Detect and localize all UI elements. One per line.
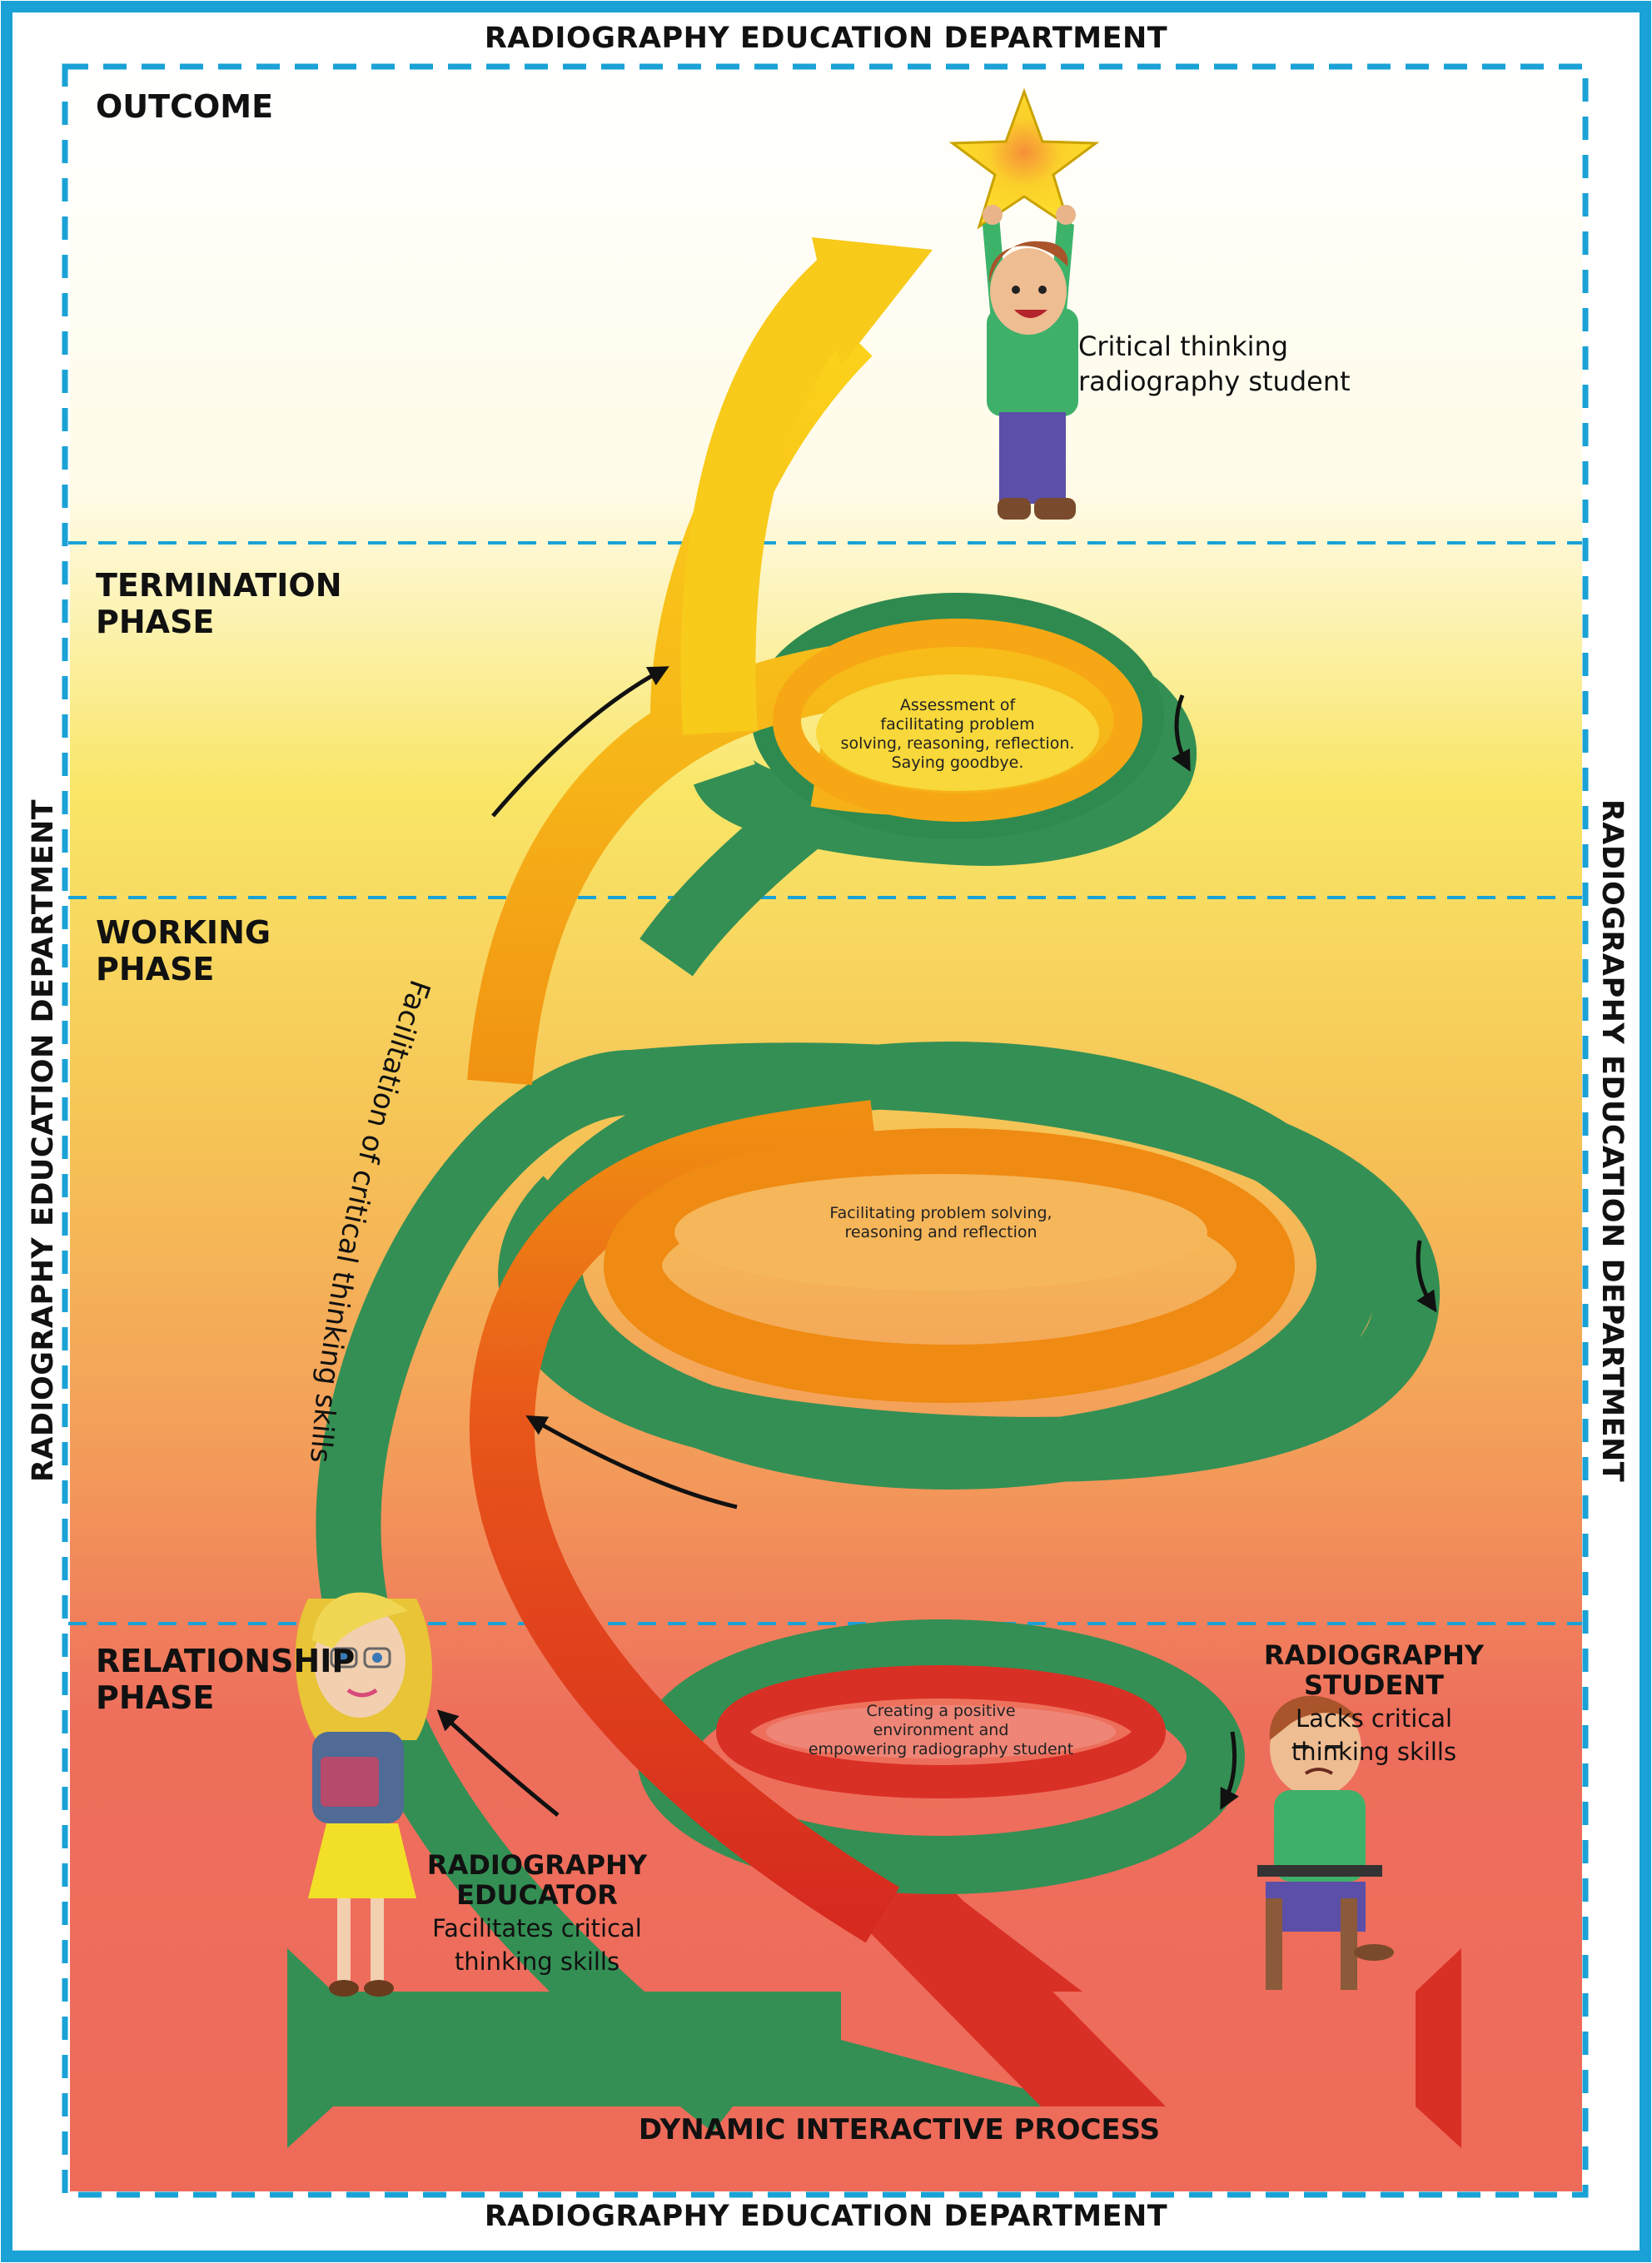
relationship-note-line1: Creating a positive bbox=[866, 1702, 1016, 1720]
phase-relationship-line1: RELATIONSHIP bbox=[96, 1643, 356, 1679]
educator-title2: EDUCATOR bbox=[456, 1879, 618, 1911]
working-note-line1: Facilitating problem solving, bbox=[829, 1204, 1052, 1222]
termination-inner-ring bbox=[773, 619, 1142, 822]
relationship-note-line2: environment and bbox=[873, 1721, 1009, 1739]
phase-working: WORKING PHASE bbox=[96, 914, 445, 987]
outcome-student-line2: radiography student bbox=[1078, 366, 1351, 397]
red-ramp bbox=[816, 1844, 1166, 2106]
educator-title1: RADIOGRAPHY bbox=[426, 1849, 648, 1881]
flow-arrow-relationship bbox=[436, 1709, 560, 1817]
yellow-arrow-head bbox=[812, 237, 933, 366]
termination-note-line2: facilitating problem bbox=[880, 715, 1035, 734]
educator-caption: RADIOGRAPHY EDUCATOR Facilitates critica… bbox=[416, 1850, 658, 1977]
phase-working-line1: WORKING bbox=[96, 914, 271, 951]
happy-student-icon bbox=[983, 205, 1078, 520]
termination-note-line4: Saying goodbye. bbox=[891, 754, 1024, 772]
department-label-left: RADIOGRAPHY EDUCATION DEPARTMENT bbox=[27, 798, 60, 1483]
outcome-student-line1: Critical thinking bbox=[1078, 331, 1289, 362]
star-icon bbox=[948, 87, 1100, 230]
working-note: Facilitating problem solving, reasoning … bbox=[774, 1204, 1107, 1242]
working-inner-ring bbox=[604, 1128, 1295, 1403]
department-label-bottom: RADIOGRAPHY EDUCATION DEPARTMENT bbox=[484, 2200, 1168, 2233]
phase-termination: TERMINATION PHASE bbox=[96, 567, 445, 640]
relationship-note: Creating a positive environment and empo… bbox=[774, 1702, 1107, 1759]
phase-working-line2: PHASE bbox=[96, 951, 215, 987]
flow-arrow-working-ring bbox=[1416, 1240, 1437, 1313]
department-label-top: RADIOGRAPHY EDUCATION DEPARTMENT bbox=[484, 22, 1168, 55]
student-title1: RADIOGRAPHY bbox=[1263, 1639, 1485, 1671]
student-title2: STUDENT bbox=[1304, 1669, 1444, 1701]
department-label-right: RADIOGRAPHY EDUCATION DEPARTMENT bbox=[1595, 798, 1629, 1483]
student-desc2: thinking skills bbox=[1291, 1738, 1457, 1766]
outcome-student-caption: Critical thinking radiography student bbox=[1078, 329, 1351, 399]
relationship-note-line3: empowering radiography student bbox=[808, 1740, 1074, 1758]
termination-note: Assessment of facilitating problem solvi… bbox=[816, 696, 1099, 773]
phase-outcome: OUTCOME bbox=[96, 88, 445, 125]
working-inner-fill bbox=[674, 1174, 1207, 1291]
student-desc1: Lacks critical bbox=[1295, 1704, 1453, 1733]
termination-inner-fill bbox=[816, 674, 1099, 791]
working-note-line2: reasoning and reflection bbox=[844, 1223, 1037, 1241]
phase-termination-line2: PHASE bbox=[96, 604, 215, 640]
flow-arrow-termination bbox=[491, 666, 669, 818]
educator-desc1: Facilitates critical bbox=[432, 1914, 642, 1942]
educator-desc2: thinking skills bbox=[454, 1947, 620, 1976]
termination-note-line3: solving, reasoning, reflection. bbox=[840, 734, 1075, 753]
yellow-arrow-shaft bbox=[680, 245, 882, 735]
process-label: DYNAMIC INTERACTIVE PROCESS bbox=[638, 2113, 1161, 2146]
termination-note-line1: Assessment of bbox=[899, 696, 1016, 714]
relationship-inner-fill bbox=[766, 1705, 1116, 1758]
student-caption: RADIOGRAPHY STUDENT Lacks critical think… bbox=[1249, 1640, 1499, 1767]
inner-dashed-frame bbox=[62, 63, 1589, 2198]
phase-outcome-line1: OUTCOME bbox=[96, 88, 274, 125]
flow-arrow-working bbox=[525, 1415, 738, 1509]
phase-termination-line1: TERMINATION bbox=[96, 567, 342, 604]
phase-relationship-line2: PHASE bbox=[96, 1679, 215, 1716]
flow-arrow-termination-ring bbox=[1171, 694, 1191, 772]
phase-relationship: RELATIONSHIP PHASE bbox=[96, 1643, 445, 1716]
flow-arrow-relationship-ring bbox=[1220, 1731, 1240, 1810]
educator-icon bbox=[295, 1592, 432, 1997]
sad-student-icon bbox=[1257, 1695, 1394, 1990]
relationship-ring-inner bbox=[716, 1665, 1166, 1798]
